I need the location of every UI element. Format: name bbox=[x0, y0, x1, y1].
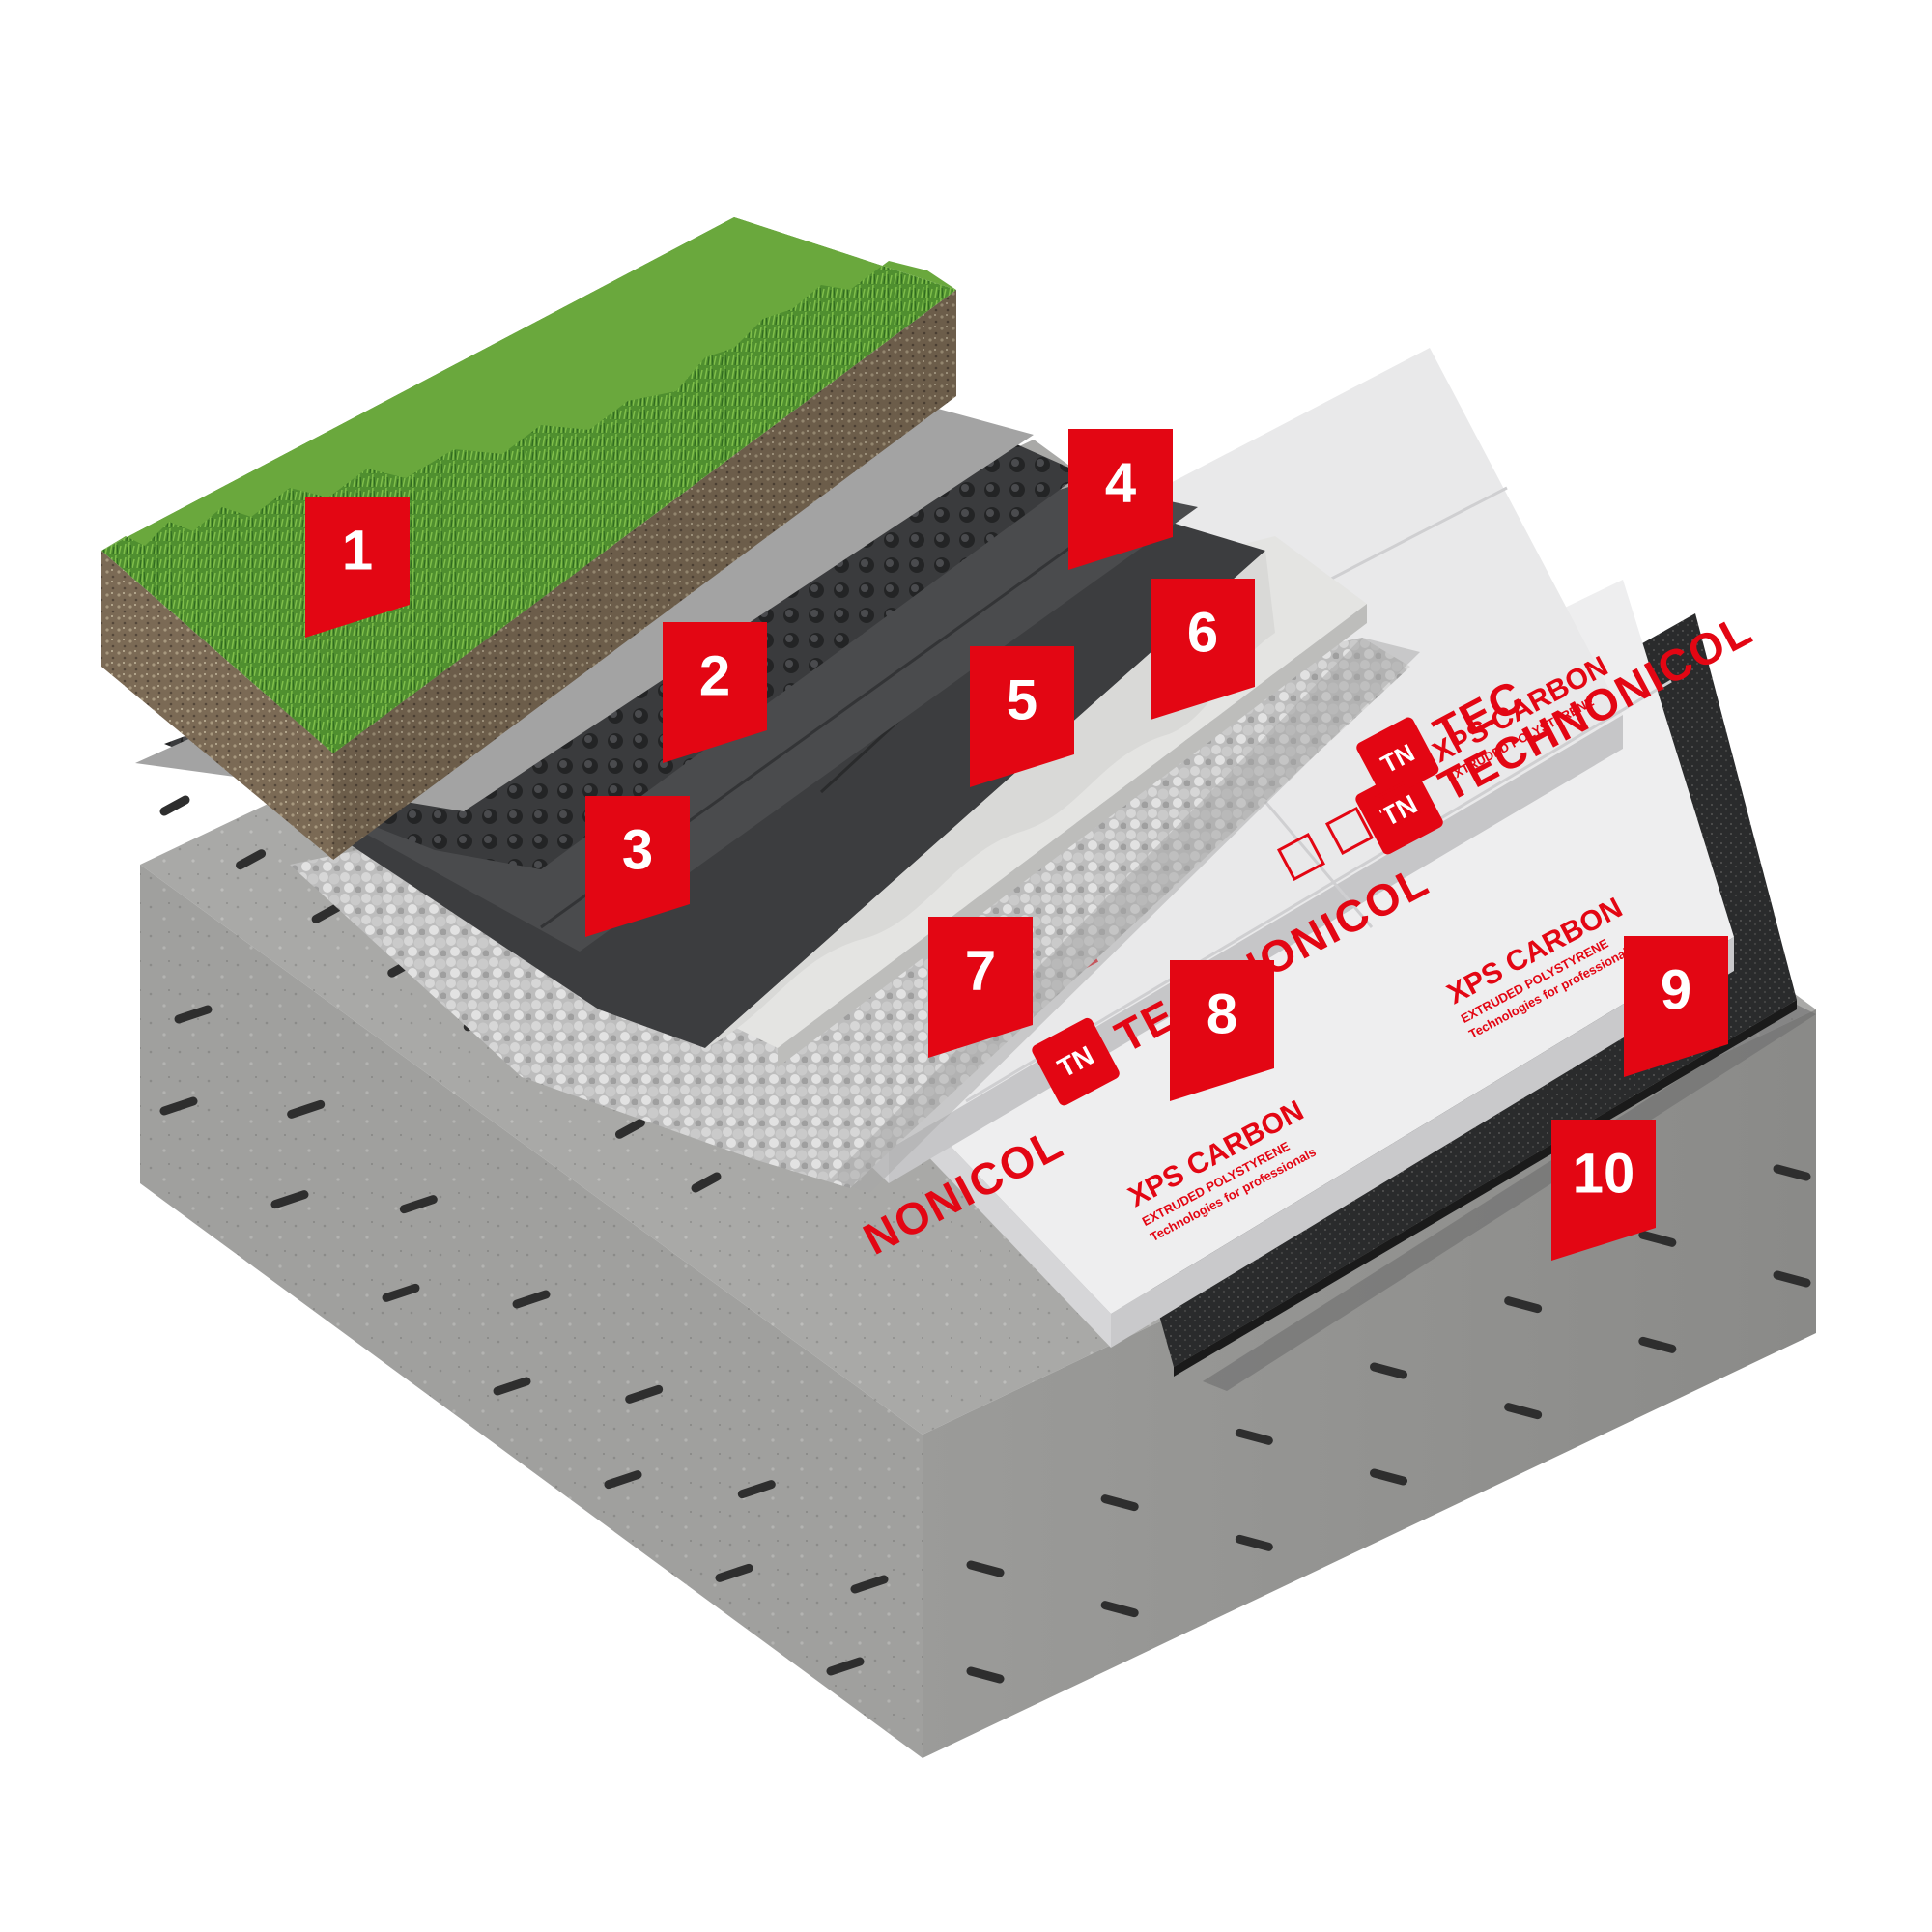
soil-front-face bbox=[101, 551, 333, 860]
callout-flag-shape bbox=[1068, 429, 1173, 570]
rebar-stub bbox=[399, 1195, 438, 1214]
rebar-stub bbox=[159, 795, 190, 816]
rebar-stub bbox=[159, 1096, 198, 1116]
callout-number: 7 bbox=[965, 940, 996, 1003]
callout-flag-shape bbox=[663, 622, 767, 763]
rebar-stub bbox=[512, 1290, 551, 1309]
rebar-stub bbox=[174, 1005, 213, 1024]
callout-number: 6 bbox=[1187, 602, 1218, 665]
callout-badge-5: 5 bbox=[970, 646, 1074, 787]
rebar-stub bbox=[382, 1283, 420, 1302]
callout-flag-shape bbox=[1551, 1120, 1656, 1261]
rebar-stub bbox=[1504, 1403, 1543, 1420]
callout-number: 5 bbox=[1007, 669, 1037, 732]
callout-flag-shape bbox=[1151, 579, 1255, 720]
rebar-stub bbox=[614, 1118, 645, 1139]
rebar-stub bbox=[1100, 1494, 1139, 1512]
callout-badge-6: 6 bbox=[1151, 579, 1255, 720]
concrete-slab-front-face bbox=[140, 865, 923, 1758]
callout-badge-7: 7 bbox=[928, 917, 1033, 1058]
rebar-stub bbox=[493, 1377, 531, 1396]
callout-number: 4 bbox=[1105, 452, 1136, 515]
callout-flag-shape bbox=[1170, 960, 1274, 1101]
soil-right-face bbox=[333, 290, 956, 860]
callout-flag-shape bbox=[928, 917, 1033, 1058]
rebar-stub bbox=[715, 1563, 753, 1582]
callout-badge-2: 2 bbox=[663, 622, 767, 763]
rebar-stub bbox=[270, 1190, 309, 1209]
technonicol-logo-icon bbox=[1355, 766, 1443, 855]
rebar-stub bbox=[850, 1575, 889, 1594]
callout-badge-10: 10 bbox=[1551, 1120, 1656, 1261]
rebar-stub bbox=[737, 1480, 776, 1499]
rebar-stub bbox=[1773, 1164, 1811, 1181]
rebar-stub bbox=[1100, 1601, 1139, 1618]
rebar-stub bbox=[966, 1666, 1005, 1684]
technonicol-logo-icon bbox=[1032, 1017, 1120, 1106]
callout-badge-8: 8 bbox=[1170, 960, 1274, 1101]
callout-number: 2 bbox=[699, 645, 730, 708]
callout-badge-9: 9 bbox=[1624, 936, 1728, 1077]
callout-badge-3: 3 bbox=[585, 796, 690, 937]
rebar-stub bbox=[1235, 1534, 1273, 1551]
callout-flag-shape bbox=[970, 646, 1074, 787]
rebar-stub bbox=[1638, 1336, 1677, 1353]
callout-badges: 1 2 3 4 5 6 7 8 9 10 bbox=[305, 429, 1728, 1261]
callout-number: 8 bbox=[1207, 983, 1237, 1046]
rebar-stub bbox=[311, 902, 342, 923]
rebar-stub bbox=[236, 849, 267, 870]
rebar-stub bbox=[1370, 1468, 1407, 1486]
technonicol-logo-icon bbox=[1356, 717, 1439, 800]
rebar-stub bbox=[1504, 1296, 1543, 1314]
callout-number: 3 bbox=[622, 819, 653, 882]
callout-flag-shape bbox=[585, 796, 690, 937]
rebar-stub bbox=[287, 1099, 326, 1119]
rebar-stub bbox=[625, 1384, 664, 1404]
callout-flag-shape bbox=[1624, 936, 1728, 1077]
callout-badge-4: 4 bbox=[1068, 429, 1173, 570]
rebar-stub bbox=[966, 1560, 1005, 1577]
rebar-stub bbox=[604, 1470, 642, 1490]
callout-badge-1: 1 bbox=[305, 497, 410, 638]
rebar-stub bbox=[826, 1657, 865, 1676]
rebar-stub bbox=[1773, 1270, 1811, 1288]
rebar-stub bbox=[691, 1172, 722, 1193]
rebar-stub bbox=[1638, 1230, 1677, 1247]
primer-strip bbox=[1203, 1005, 1816, 1391]
callout-number: 10 bbox=[1573, 1143, 1635, 1206]
rebar-stub bbox=[1235, 1428, 1273, 1445]
rebar-stub bbox=[1370, 1362, 1407, 1379]
callout-number: 9 bbox=[1661, 959, 1691, 1022]
callout-number: 1 bbox=[342, 520, 373, 582]
callout-flag-shape bbox=[305, 497, 410, 638]
